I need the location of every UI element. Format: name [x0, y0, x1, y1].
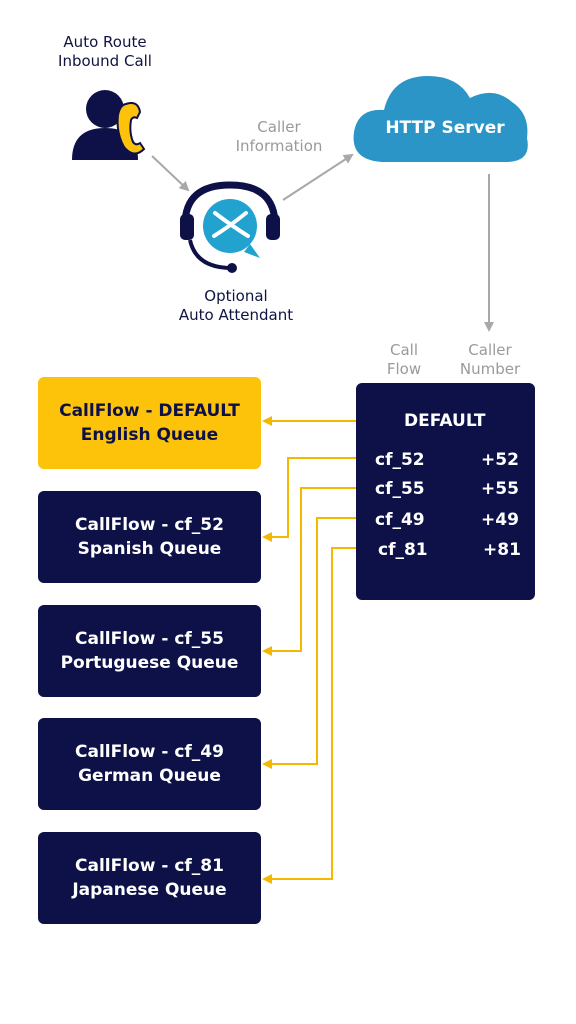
- caller-information-label: Caller Information: [235, 118, 323, 155]
- table-row-number: +81: [483, 540, 521, 560]
- caller-caption: Auto Route Inbound Call: [58, 33, 152, 70]
- table-default-label: DEFAULT: [404, 411, 486, 431]
- connector-cf-52: [262, 457, 368, 542]
- callflow-box-cf-49: CallFlow - cf_49 German Queue: [38, 718, 261, 810]
- connector-cf-55: [262, 487, 368, 656]
- callflow-box-cf-55: CallFlow - cf_55 Portuguese Queue: [38, 605, 261, 697]
- callflow-box-default: CallFlow - DEFAULT English Queue: [38, 377, 261, 469]
- table-row-number: +49: [481, 510, 519, 530]
- arrow-attendant-to-server: [282, 153, 354, 201]
- table-row-number: +55: [481, 479, 519, 499]
- cloud-icon: [353, 76, 528, 162]
- callflow-box-cf-81: CallFlow - cf_81 Japanese Queue: [38, 832, 261, 924]
- headset-agent-icon: [180, 181, 280, 273]
- table-row-flow: cf_55: [375, 479, 425, 499]
- table-row-flow: cf_81: [378, 540, 428, 560]
- connector-cf-81: [262, 547, 368, 884]
- table-row-flow: cf_49: [375, 510, 425, 530]
- column-header-caller-number: Caller Number: [459, 341, 521, 378]
- column-header-callflow: Call Flow: [386, 341, 422, 378]
- person-with-phone-icon: [72, 90, 146, 160]
- arrow-caller-to-attendant: [151, 155, 190, 192]
- routing-table: [356, 383, 535, 600]
- http-server-label: HTTP Server: [385, 118, 505, 138]
- table-row-flow: cf_52: [375, 450, 425, 470]
- callflow-box-cf-52: CallFlow - cf_52 Spanish Queue: [38, 491, 261, 583]
- attendant-caption: Optional Auto Attendant: [178, 287, 294, 324]
- connector-cf-49: [262, 517, 368, 769]
- table-row-number: +52: [481, 450, 519, 470]
